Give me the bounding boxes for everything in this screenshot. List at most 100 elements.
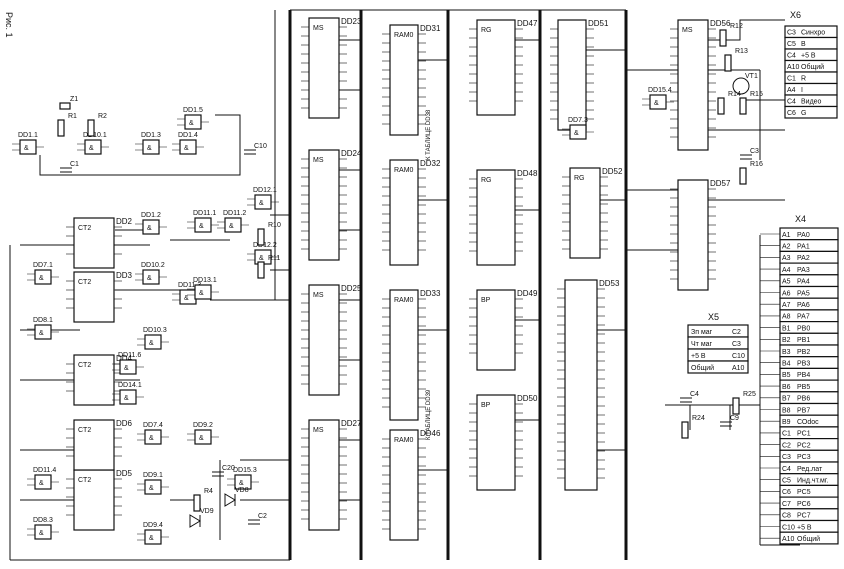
crystal-z1 bbox=[59, 102, 71, 110]
chip-dd27 bbox=[308, 419, 340, 531]
gate-label: DD1.3 bbox=[141, 132, 161, 139]
x4-signal: PB5 bbox=[797, 384, 810, 391]
x4-pin: A4 bbox=[782, 267, 791, 274]
capacitor-c4 bbox=[680, 397, 692, 403]
x4-pin: B1 bbox=[782, 325, 791, 332]
x5-pin: A10 bbox=[732, 365, 745, 372]
component-label: R16 bbox=[750, 161, 763, 168]
x4-pin: C8 bbox=[782, 513, 791, 520]
gate-leads bbox=[562, 128, 594, 136]
chip-dd5 bbox=[73, 469, 115, 531]
x5-pin: C2 bbox=[732, 329, 741, 336]
gate-label: DD1.1 bbox=[18, 132, 38, 139]
gate-leads bbox=[137, 533, 169, 541]
gate-symbol: & bbox=[239, 480, 244, 487]
gate-symbol: & bbox=[199, 223, 204, 230]
gate-symbol: & bbox=[189, 120, 194, 127]
resistor-r24 bbox=[681, 421, 689, 439]
chip-function: RAM0 bbox=[394, 167, 414, 174]
chip-label: DD33 bbox=[420, 289, 441, 298]
x4-signal: Общий bbox=[797, 535, 820, 543]
gate-symbol: & bbox=[147, 225, 152, 232]
gate-leads bbox=[137, 483, 169, 491]
gate-label: DD8.1 bbox=[33, 317, 53, 324]
gate-leads bbox=[27, 478, 59, 486]
chip-dd51 bbox=[557, 19, 587, 131]
gate-symbol: & bbox=[39, 530, 44, 537]
chip-dd3 bbox=[73, 271, 115, 323]
x4-pin: A5 bbox=[782, 279, 791, 286]
x4-signal: PC2 bbox=[797, 442, 811, 449]
x4-signal: PA1 bbox=[797, 244, 810, 251]
gate-symbol: & bbox=[199, 290, 204, 297]
component-label: R12 bbox=[730, 23, 743, 30]
component-label: C4 bbox=[690, 391, 699, 398]
component-label: C2 bbox=[258, 513, 267, 520]
gate-leads bbox=[135, 273, 167, 281]
x4-pin: A3 bbox=[782, 255, 791, 262]
resistor-r14 bbox=[717, 97, 725, 115]
gate-symbol: & bbox=[149, 535, 154, 542]
x4-signal: PB6 bbox=[797, 396, 810, 403]
x6-pin: A4 bbox=[787, 87, 796, 94]
capacitor-c10 bbox=[244, 149, 256, 155]
gate-symbol: & bbox=[147, 275, 152, 282]
component-label: R13 bbox=[735, 48, 748, 55]
gate-label: DD10.2 bbox=[141, 262, 165, 269]
capacitor-c9 bbox=[720, 421, 732, 427]
chip-label: DD49 bbox=[517, 289, 538, 298]
component-label: R15 bbox=[750, 91, 763, 98]
chip-label: DD31 bbox=[420, 24, 441, 33]
chip-label: DD27 bbox=[341, 419, 362, 428]
gate-label: DD9.4 bbox=[143, 522, 163, 529]
chip-label: DD57 bbox=[710, 179, 731, 188]
x6-pin: C6 bbox=[787, 110, 796, 117]
component-label: R24 bbox=[692, 415, 705, 422]
gate-leads bbox=[27, 528, 59, 536]
x4-pin: A6 bbox=[782, 290, 791, 297]
chip-label: DD23 bbox=[341, 17, 362, 26]
x6-signal: Видео bbox=[801, 99, 822, 106]
connector-x5-label: X5 bbox=[708, 312, 719, 322]
component-label: C3 bbox=[750, 148, 759, 155]
chip-function: CT2 bbox=[78, 477, 91, 484]
x6-signal: B bbox=[801, 41, 806, 48]
resistor-r10 bbox=[257, 228, 265, 246]
gate-symbol: & bbox=[124, 395, 129, 402]
x5-signal: Чт маг bbox=[691, 341, 713, 348]
gate-label: DD11.3 bbox=[178, 282, 201, 289]
component-label: R25 bbox=[743, 391, 756, 398]
x4-pin: A8 bbox=[782, 314, 791, 321]
x4-pin: B4 bbox=[782, 361, 791, 368]
gate-label: DD10.1 bbox=[83, 132, 107, 139]
gate-leads bbox=[247, 253, 279, 261]
x6-pin-row bbox=[784, 105, 838, 119]
gate-leads bbox=[177, 118, 209, 126]
x6-pin: C1 bbox=[787, 76, 796, 83]
gate-label: DD11.2 bbox=[223, 210, 246, 217]
chip-function: MS bbox=[313, 427, 324, 434]
gate-leads bbox=[27, 273, 59, 281]
gate-label: DD12.2 bbox=[253, 242, 277, 249]
chip-dd47 bbox=[476, 19, 516, 116]
page-label: Рис. 1 bbox=[4, 12, 14, 38]
x4-signal: PA5 bbox=[797, 290, 810, 297]
component-label: VT1 bbox=[745, 73, 758, 80]
x4-pin: C7 bbox=[782, 501, 791, 508]
gate-symbol: & bbox=[259, 255, 264, 262]
x4-pin: A1 bbox=[782, 232, 791, 239]
gate-symbol: & bbox=[39, 275, 44, 282]
gate-leads bbox=[137, 338, 169, 346]
x6-pin: A10 bbox=[787, 64, 800, 71]
transistor-vt1 bbox=[732, 77, 750, 95]
x4-signal: PA4 bbox=[797, 279, 810, 286]
component-label: VD8 bbox=[235, 487, 249, 494]
x6-signal: I bbox=[801, 87, 803, 94]
resistor-r1 bbox=[57, 119, 65, 137]
chip-dd52 bbox=[569, 167, 601, 259]
resistor-r4 bbox=[193, 494, 201, 512]
chip-function: CT2 bbox=[78, 362, 91, 369]
x4-signal: PC5 bbox=[797, 489, 811, 496]
resistor-r16 bbox=[739, 167, 747, 185]
